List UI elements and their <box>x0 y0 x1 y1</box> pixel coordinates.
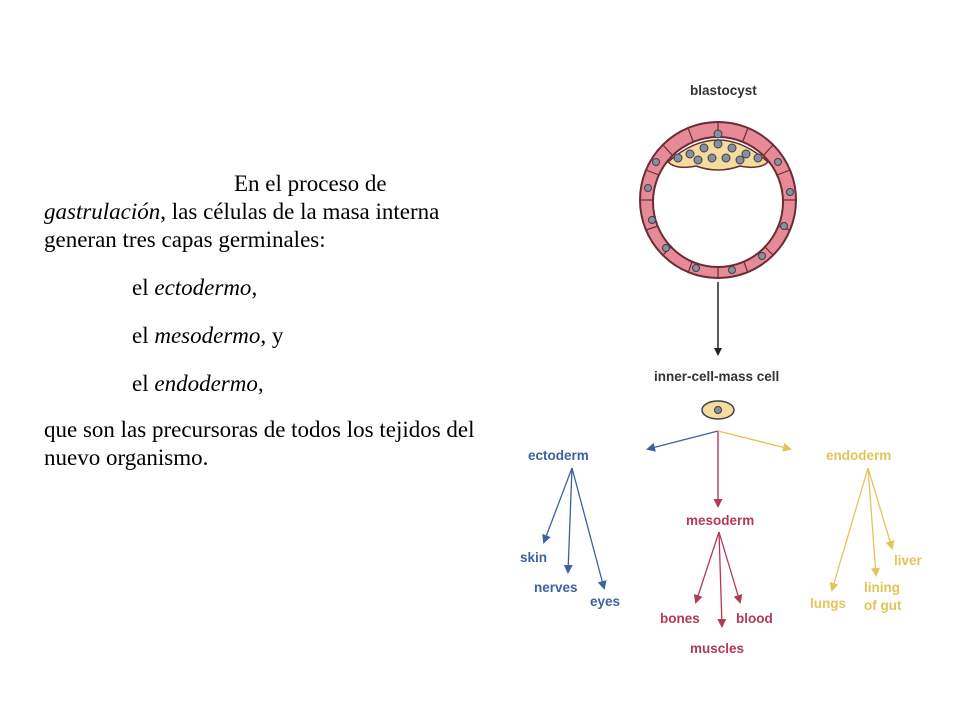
arrow-lungs <box>829 467 869 592</box>
layer-article: el <box>132 371 155 396</box>
intro-text-continued: , las células de la masa interna generan… <box>44 199 440 252</box>
intro-text: En el proceso de <box>234 171 387 196</box>
liver-label: liver <box>894 553 923 568</box>
inner-cell-icon <box>701 400 735 420</box>
blood-label: blood <box>736 611 773 626</box>
arrow-blood <box>718 531 743 604</box>
layer-article: el <box>132 275 155 300</box>
nerves-label: nerves <box>534 580 578 595</box>
closing-paragraph: que son las precursoras de todos los tej… <box>44 417 475 470</box>
arrow-muscles <box>717 531 727 628</box>
lining-label-line1: lining <box>864 580 900 595</box>
diagram-svg: blastocyst <box>520 83 923 656</box>
blastocyst-label: blastocyst <box>690 83 757 98</box>
arrow-to-endoderm <box>717 430 792 452</box>
lining-label-line2: of gut <box>864 598 902 613</box>
eyes-label: eyes <box>590 594 620 609</box>
skin-label: skin <box>520 550 547 565</box>
term-gastrulacion: gastrulación <box>44 199 161 224</box>
intro-paragraph: En el proceso de gastrulación, las célul… <box>44 170 514 254</box>
arrow-liver <box>867 467 895 550</box>
muscles-label: muscles <box>690 641 744 656</box>
layer-punct: , y <box>260 323 284 348</box>
arrow-bones <box>693 531 720 604</box>
arrow-lining-of-gut <box>867 467 880 577</box>
layer-punct: , <box>257 371 264 396</box>
arrow-skin <box>542 467 573 544</box>
arrow-eyes <box>571 467 607 590</box>
endoderm-label: endoderm <box>826 448 891 463</box>
slide-text: En el proceso de gastrulación, las célul… <box>44 170 514 472</box>
lungs-label: lungs <box>810 596 846 611</box>
layer-mesodermo: el mesodermo, y <box>44 322 514 350</box>
layer-endodermo: el endodermo, <box>44 370 514 398</box>
bones-label: bones <box>660 611 700 626</box>
germ-layer-diagram: blastocyst <box>500 70 960 670</box>
term-ectodermo: ectodermo <box>154 275 252 300</box>
ectoderm-label: ectoderm <box>528 448 589 463</box>
mesoderm-label: mesoderm <box>686 513 754 528</box>
arrow-to-ectoderm <box>646 430 719 452</box>
arrow-nerves <box>563 467 573 574</box>
term-mesodermo: mesodermo <box>154 323 261 348</box>
layer-ectodermo: el ectodermo, <box>44 274 514 302</box>
layer-punct: , <box>251 275 258 300</box>
inner-cell-label: inner-cell-mass cell <box>654 369 779 384</box>
layer-article: el <box>132 323 155 348</box>
blastocyst-icon <box>639 121 797 279</box>
term-endodermo: endodermo <box>154 371 258 396</box>
